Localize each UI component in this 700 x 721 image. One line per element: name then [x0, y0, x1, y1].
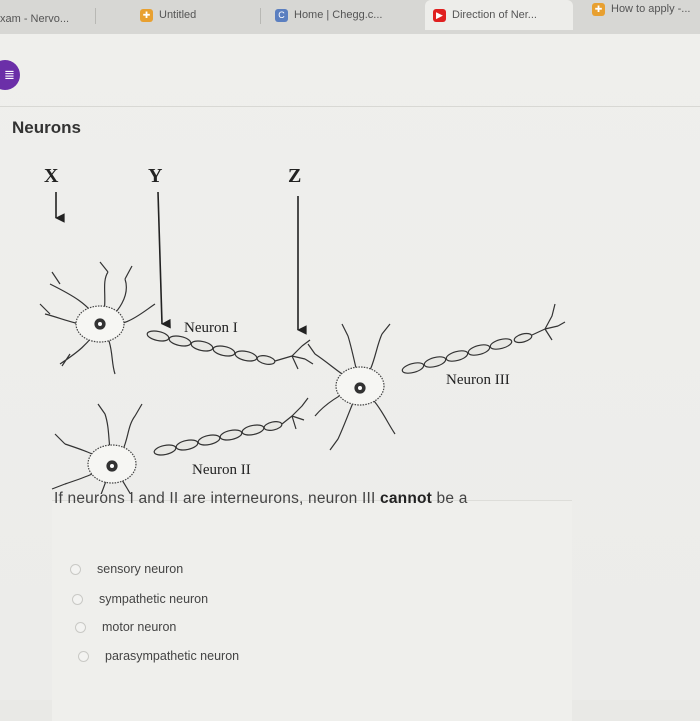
neuron-1-label: Neuron I: [184, 320, 238, 336]
option-sympathetic-neuron[interactable]: sympathetic neuron: [72, 592, 208, 606]
label-z: Z: [288, 165, 301, 187]
tab-separator: [95, 8, 96, 24]
shield-icon: ✚: [592, 2, 605, 16]
tab-separator: [260, 8, 261, 24]
tab-direction-of-nerve[interactable]: ▶ Direction of Ner...: [425, 0, 573, 30]
neuron-1: [39, 261, 314, 375]
tab-label: xam - Nervo...: [0, 13, 70, 25]
radio-button[interactable]: [70, 563, 81, 575]
option-parasympathetic-neuron[interactable]: parasympathetic neuron: [78, 649, 239, 663]
tab-exam[interactable]: xam - Nervo...: [0, 8, 90, 30]
menu-button[interactable]: ≣: [0, 60, 20, 90]
browser-tab-bar: xam - Nervo... ✚ Untitled C Home | Chegg…: [0, 0, 700, 35]
question-prefix: If neurons I and II are interneurons, ne…: [54, 490, 381, 507]
option-sensory-neuron[interactable]: sensory neuron: [70, 562, 183, 576]
neuron-2-label: Neuron II: [192, 462, 251, 478]
shield-icon: ✚: [140, 8, 153, 22]
tab-how-to-apply[interactable]: ✚ How to apply -...: [592, 0, 700, 24]
neuron-diagram: X Y Z Neuron I: [39, 165, 566, 494]
neuron-3-label: Neuron III: [446, 372, 510, 388]
label-x: X: [44, 165, 59, 187]
option-label: motor neuron: [102, 620, 177, 634]
tab-label: How to apply -...: [611, 3, 691, 15]
chegg-icon: C: [275, 8, 288, 22]
tab-label: Home | Chegg.c...: [294, 9, 383, 21]
neuron-2: [51, 397, 309, 494]
arrow-y: [157, 191, 171, 329]
question-emphasis: cannot: [380, 490, 433, 507]
question-card: [52, 500, 572, 721]
option-motor-neuron[interactable]: motor neuron: [75, 620, 176, 634]
radio-button[interactable]: [75, 621, 86, 633]
question-text: If neurons I and II are interneurons, ne…: [54, 490, 468, 508]
header-divider: [0, 106, 700, 107]
page-content: ≣ Neurons X Y Z: [0, 34, 700, 721]
label-y: Y: [148, 165, 163, 187]
option-label: sympathetic neuron: [99, 592, 209, 606]
question-suffix: be a: [432, 490, 468, 507]
radio-button[interactable]: [72, 593, 83, 605]
neuron-3: [307, 303, 566, 451]
tab-label: Direction of Ner...: [452, 9, 537, 21]
radio-button[interactable]: [78, 650, 89, 662]
menu-icon: ≣: [4, 67, 15, 83]
youtube-icon: ▶: [433, 8, 446, 22]
option-label: sensory neuron: [97, 562, 184, 576]
tab-label: Untitled: [159, 9, 197, 21]
tab-untitled[interactable]: ✚ Untitled: [140, 0, 250, 30]
option-label: parasympathetic neuron: [105, 649, 240, 663]
section-title: Neurons: [12, 118, 81, 137]
tab-chegg[interactable]: C Home | Chegg.c...: [275, 0, 405, 30]
